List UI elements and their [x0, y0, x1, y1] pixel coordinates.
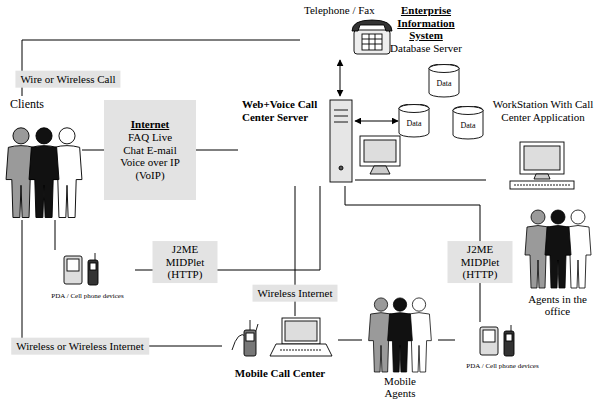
server-monitor: [360, 136, 400, 174]
node-text: PDA / Cell phone devices: [51, 292, 123, 300]
eis-node: Enterprise Information SystemDatabase Se…: [372, 2, 480, 62]
node-text: Mobile Agents: [375, 375, 425, 400]
connector: [340, 60, 341, 96]
node-text: Internet: [131, 118, 170, 131]
node-text: Data: [436, 79, 451, 88]
pda-phone-icon: [64, 253, 98, 285]
mobile-call-center-node: Mobile Call Center: [222, 316, 338, 382]
cylinder-body: [429, 64, 459, 97]
connector: [438, 340, 455, 341]
connector: [22, 40, 300, 96]
mobile-device-icon: [232, 320, 258, 356]
workstation-node: WorkStation With Call Center Application: [486, 96, 600, 191]
server-tower: [330, 100, 352, 182]
node-text: FAQ Live Chat E-mail Voice over IP (VoIP…: [117, 131, 183, 182]
pda-node: PDA / Cell phone devices: [40, 250, 135, 302]
connector: [355, 121, 398, 122]
connector: [82, 150, 104, 151]
agents-office-node: Agents in the office: [515, 196, 600, 320]
node-text: Telephone / Fax: [304, 4, 375, 17]
clients-people: [6, 128, 82, 218]
cylinder-body: [399, 104, 429, 137]
connector-label: J2ME MIDPlet (HTTP): [153, 241, 218, 283]
cylinder-top: [429, 65, 459, 73]
cylinder-body: [453, 106, 483, 139]
internet-box: InternetFAQ Live Chat E-mail Voice over …: [104, 100, 196, 200]
telephone-icon: [352, 20, 392, 54]
node-text: Enterprise Information System: [386, 4, 466, 42]
node-text: Clients: [10, 98, 44, 112]
workstation-icon: [510, 142, 574, 189]
cylinder-top: [399, 105, 429, 113]
mobile-agents-people: [369, 298, 432, 372]
connector-label: Wireless Internet: [253, 285, 338, 302]
node-text: Mobile Call Center: [235, 367, 325, 380]
node-text: WorkStation With Call Center Application: [491, 98, 595, 123]
server-node: Web+Voice Call Center Server: [238, 96, 355, 186]
database-cylinder: Data: [398, 104, 430, 138]
connector-label: Wire or Wireless Call: [15, 71, 120, 88]
connector-label: Wireless or Wireless Internet: [11, 338, 149, 355]
pda-node: PDA / Cell phone devices: [455, 322, 550, 372]
node-text: Data: [406, 119, 421, 128]
pda-phone-icon: [480, 325, 514, 356]
telephone-node: Telephone / Fax: [300, 2, 400, 60]
database-cylinder: Data: [428, 64, 460, 98]
connector: [22, 220, 222, 346]
laptop-icon: [270, 318, 332, 356]
connector: [338, 340, 362, 341]
connector: [55, 220, 56, 250]
node-text: Database Server: [390, 42, 462, 55]
database-cylinder: Data: [452, 106, 484, 140]
node-text: Data: [460, 121, 475, 130]
node-text: PDA / Cell phone devices: [466, 362, 538, 370]
connector: [355, 180, 486, 181]
mobile-agents-node: Mobile Agents: [362, 290, 438, 402]
node-text: Agents in the office: [522, 293, 594, 318]
office-agents-people: [525, 210, 591, 288]
connector-label: J2ME MIDPlet (HTTP): [448, 241, 513, 283]
node-text: Web+Voice Call Center Server: [242, 98, 328, 123]
clients-node: Clients: [4, 96, 82, 220]
cylinder-top: [453, 107, 483, 115]
connector: [196, 150, 238, 151]
